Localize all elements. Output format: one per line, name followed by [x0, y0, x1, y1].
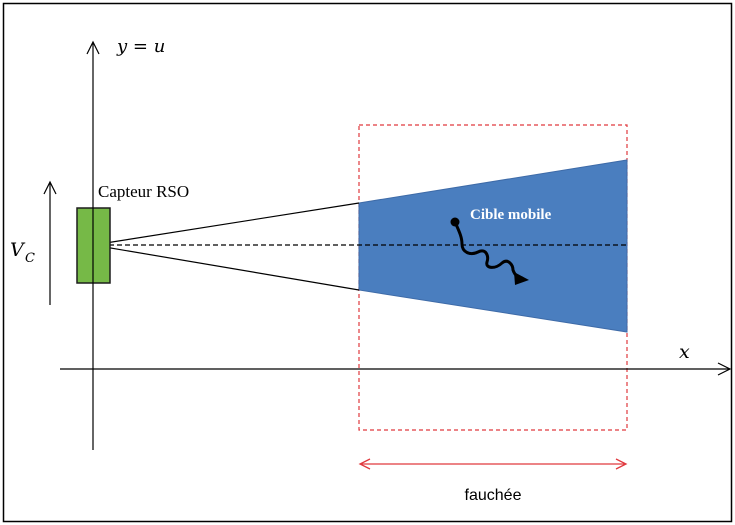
velocity-arrowhead	[43, 180, 57, 195]
swath-label: fauchée	[465, 487, 522, 504]
beam-lower-edge	[92, 244, 360, 291]
velocity-label-subscript: C	[25, 251, 35, 266]
y-axis-label: y = u	[116, 36, 165, 57]
swath-arrowhead-right	[615, 458, 628, 470]
target-label: Cible mobile	[470, 207, 552, 223]
swath-arrowhead-left	[358, 458, 371, 470]
x-axis-arrowhead	[717, 362, 732, 376]
x-axis-label: x	[679, 341, 690, 363]
beam-upper-edge	[92, 202, 360, 246]
target-trajectory-path	[453, 220, 524, 280]
velocity-label: V	[10, 239, 26, 261]
y-axis-arrowhead	[86, 40, 100, 55]
target-arrowhead	[514, 272, 529, 285]
beam-footprint	[358, 159, 628, 333]
sensor-label: Capteur RSO	[98, 182, 189, 201]
